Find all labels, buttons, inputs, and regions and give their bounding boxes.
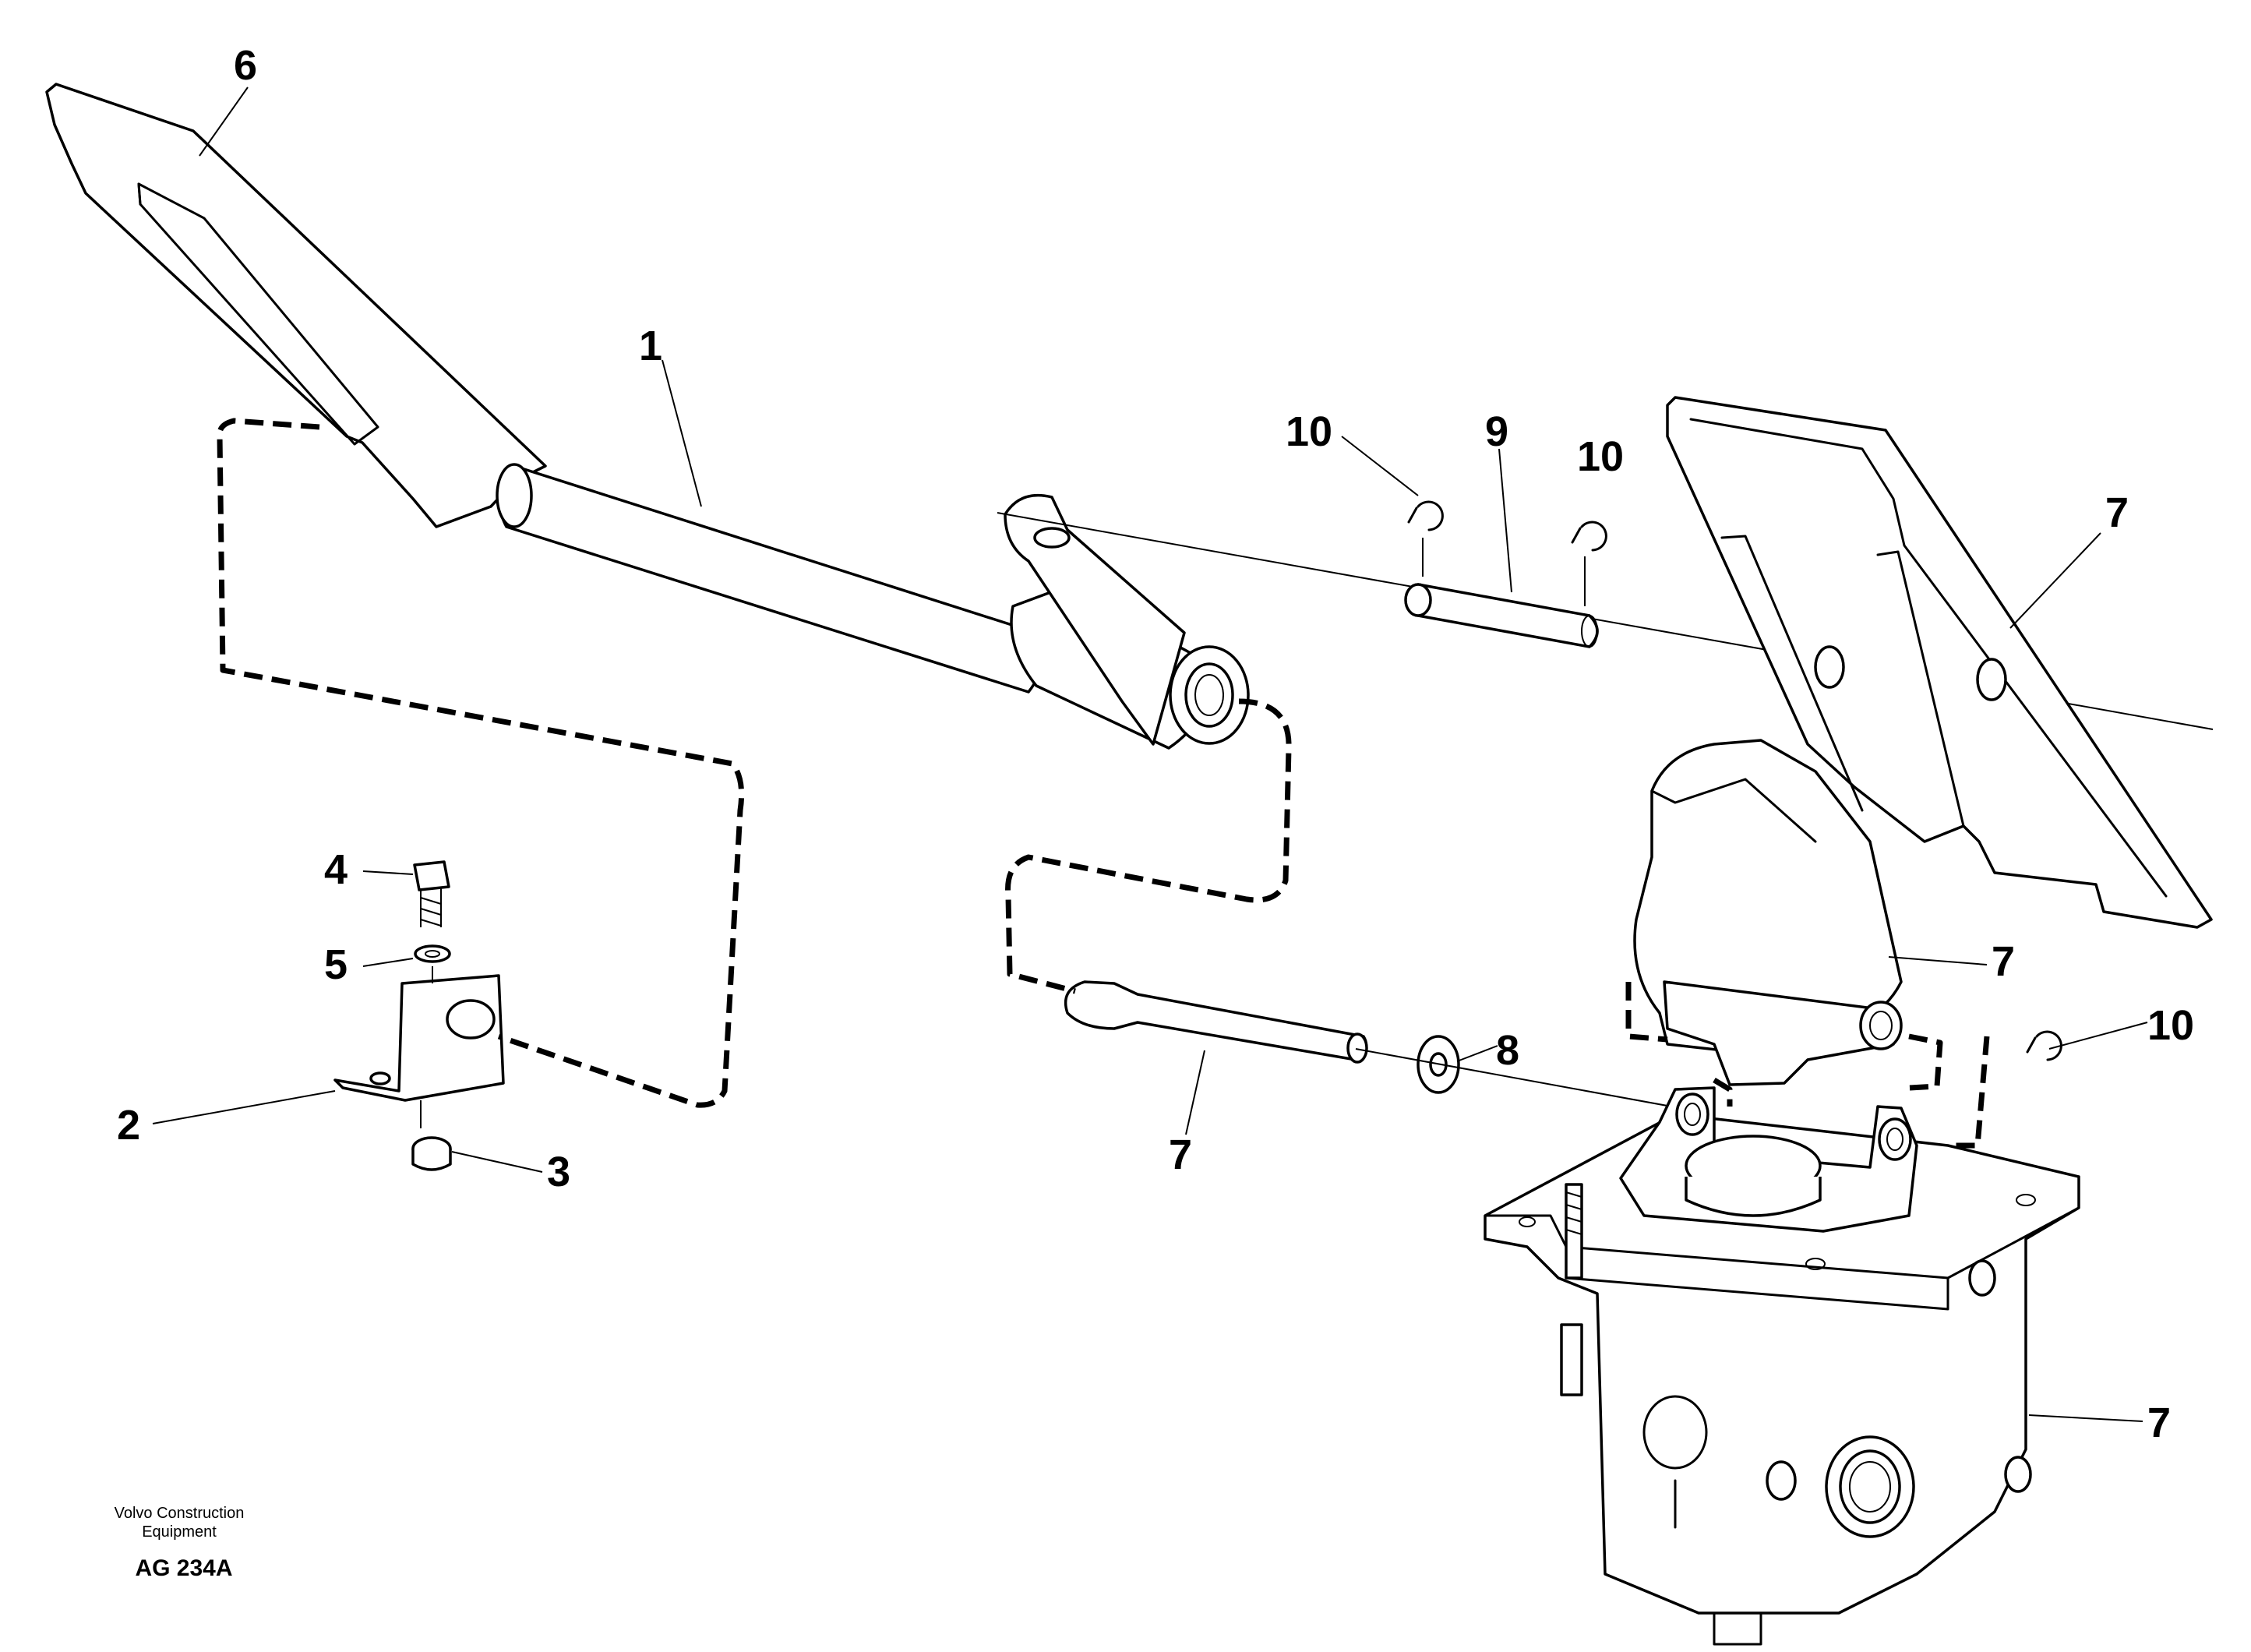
washer-5 [414,944,451,963]
callout-2: 2 [117,1102,140,1149]
callout-7-pedal: 7 [2105,489,2129,536]
pin-9 [1404,583,1599,648]
clip-10-right [1571,521,1607,606]
group-boundary-left [217,418,745,1108]
leader-lines [152,86,2148,1422]
callout-7-bracket: 7 [1992,938,2015,985]
callout-4: 4 [324,846,348,893]
callout-10-right: 10 [1577,433,1624,480]
brake-valve-body [1484,1086,2080,1646]
drawing-code: AG 234A [135,1555,232,1581]
clip-10-left [1407,500,1444,577]
pedal-bracket [1633,739,1903,1086]
callout-6: 6 [234,42,257,89]
rod-7 [1064,980,1368,1064]
right-pedal-plate [1666,396,2213,929]
spacer-3 [411,1136,452,1171]
callout-8: 8 [1496,1027,1519,1074]
callout-1: 1 [639,323,662,369]
angle-bracket-2 [333,966,505,1128]
callout-9: 9 [1485,408,1508,455]
callout-7-valve: 7 [2147,1400,2171,1446]
credit-line-2: Equipment [142,1523,217,1541]
callout-10-lower: 10 [2147,1002,2194,1049]
bolt-4 [413,860,450,927]
group-boundary-center [1005,698,1292,994]
lever-arm [1004,493,1250,746]
clip-10-lower [2026,1030,2062,1061]
callout-7-rod: 7 [1169,1131,1192,1178]
callout-5: 5 [324,941,348,988]
left-pedal-plate [45,83,547,528]
credit-line-1: Volvo Construction [115,1505,245,1522]
callout-10-left: 10 [1286,408,1332,455]
callout-3: 3 [547,1149,570,1195]
